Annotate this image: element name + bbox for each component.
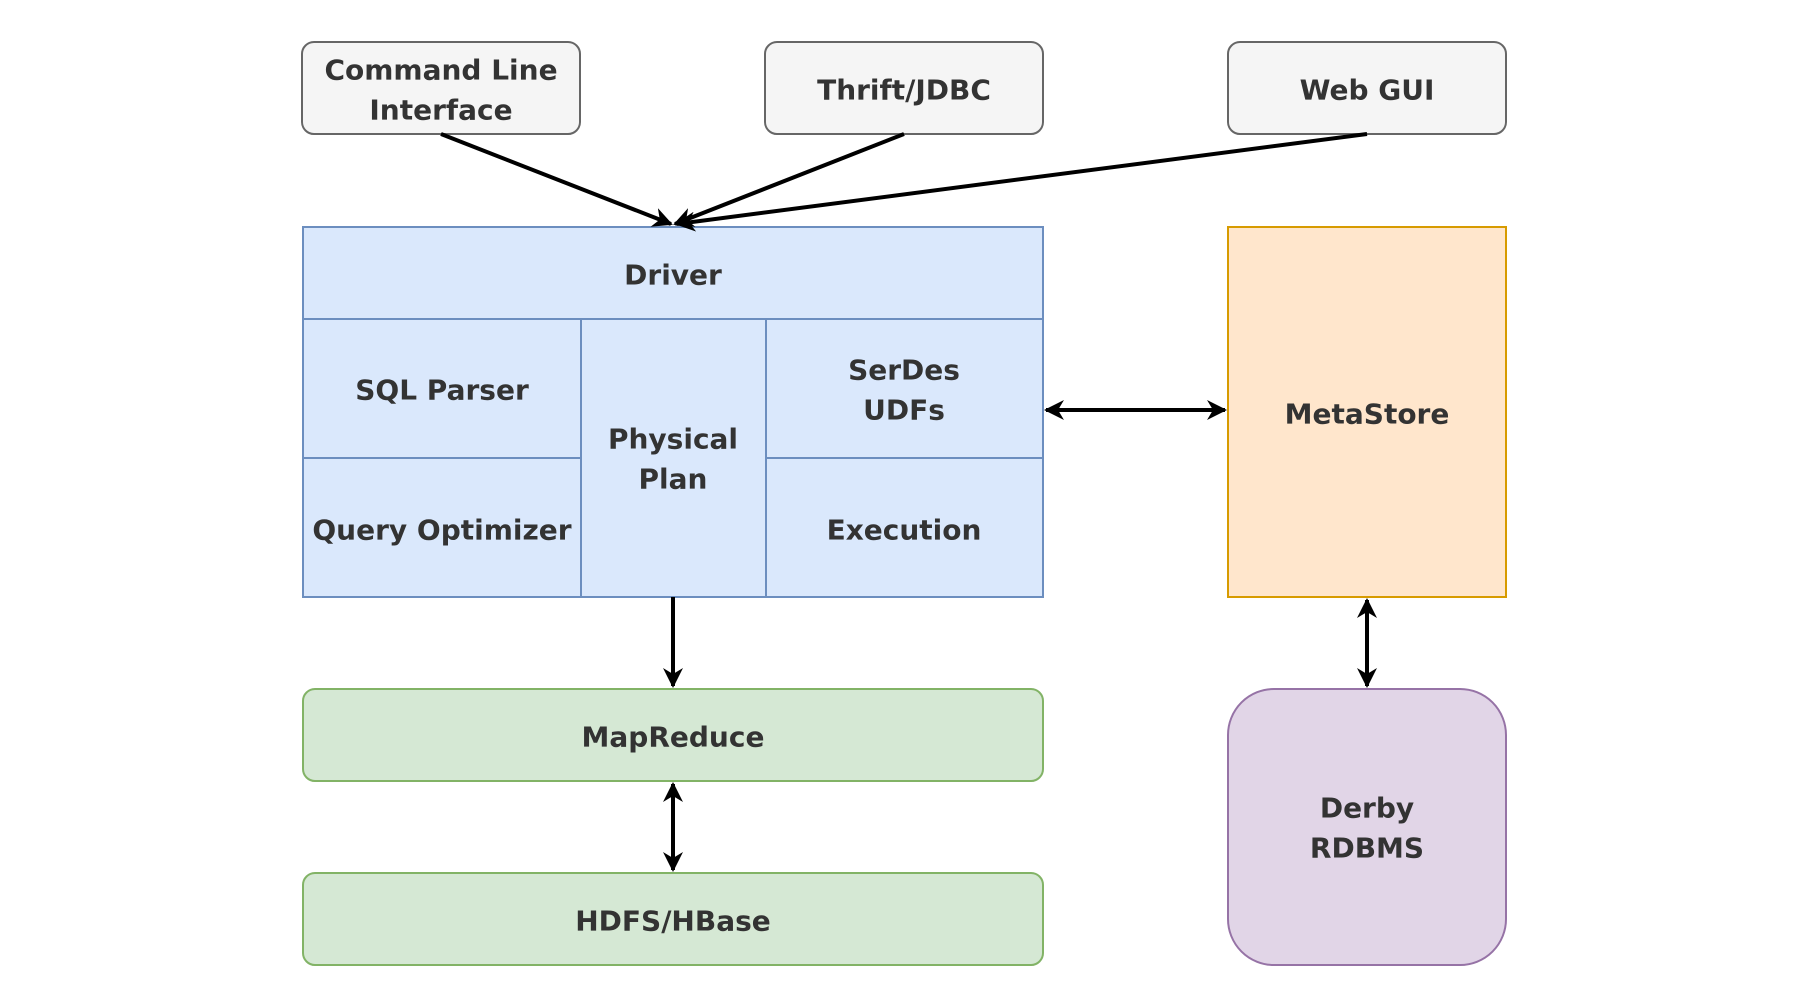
edge-cli-to-driver xyxy=(440,132,673,227)
mapreduce-label: MapReduce xyxy=(582,721,765,754)
rdbms-label: RDBMS xyxy=(1310,832,1424,865)
mapreduce-node: MapReduce xyxy=(302,688,1044,782)
command-line-interface-label-line-2: Interface xyxy=(369,94,512,127)
derby-rdbms-node: Derby RDBMS xyxy=(1227,688,1507,966)
edge-thrift-to-driver xyxy=(673,132,905,227)
serdes-label: SerDes xyxy=(848,354,960,387)
driver-block: Driver SQL Parser Query Optimizer Physic… xyxy=(302,226,1044,598)
web-gui-label: Web GUI xyxy=(1300,74,1435,107)
derby-label: Derby xyxy=(1320,792,1414,825)
udfs-label: UDFs xyxy=(863,394,945,427)
metastore-node: MetaStore xyxy=(1227,226,1507,598)
hdfs-hbase-node: HDFS/HBase xyxy=(302,872,1044,966)
physical-plan-label-line-1: Physical xyxy=(608,423,738,456)
edge-webgui-to-driver xyxy=(675,132,1368,232)
thrift-jdbc-node: Thrift/JDBC xyxy=(764,41,1044,135)
sql-parser-label: SQL Parser xyxy=(355,374,529,407)
hdfs-hbase-label: HDFS/HBase xyxy=(575,905,771,938)
metastore-label: MetaStore xyxy=(1285,398,1450,431)
query-optimizer-label: Query Optimizer xyxy=(312,514,571,547)
command-line-interface-node: Command Line Interface xyxy=(301,41,581,135)
physical-plan-label-line-2: Plan xyxy=(639,463,708,496)
command-line-interface-label-line-1: Command Line xyxy=(324,54,557,87)
execution-label: Execution xyxy=(827,514,982,547)
web-gui-node: Web GUI xyxy=(1227,41,1507,135)
driver-label: Driver xyxy=(624,259,722,292)
thrift-jdbc-label: Thrift/JDBC xyxy=(817,74,991,107)
